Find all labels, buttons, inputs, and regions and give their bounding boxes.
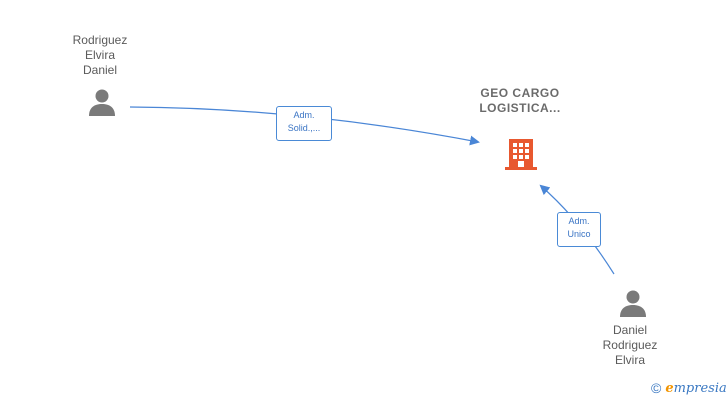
copyright-icon: ©	[651, 380, 662, 396]
edge-label-top[interactable]: Adm. Solid.,...	[276, 106, 332, 141]
edge-label-top-line1: Adm.	[293, 110, 315, 120]
edge-label-bottom-line2: Unico	[567, 229, 591, 239]
person-icon[interactable]	[88, 88, 116, 121]
company-label[interactable]: GEO CARGO LOGISTICA...	[479, 86, 561, 115]
edge-label-bottom-line1: Adm.	[568, 216, 590, 226]
person-top-label[interactable]: Rodriguez Elvira Daniel	[72, 33, 128, 77]
edge-label-top-line2: Solid.,...	[287, 123, 321, 133]
brand-name: empresia	[665, 380, 727, 396]
person-bottom-label[interactable]: Daniel Rodriguez Elvira	[602, 323, 658, 367]
edge-label-bottom[interactable]: Adm. Unico	[557, 212, 601, 247]
person-icon[interactable]	[619, 289, 647, 322]
building-icon[interactable]	[505, 137, 537, 176]
brand-logo[interactable]: © empresia	[651, 379, 727, 397]
